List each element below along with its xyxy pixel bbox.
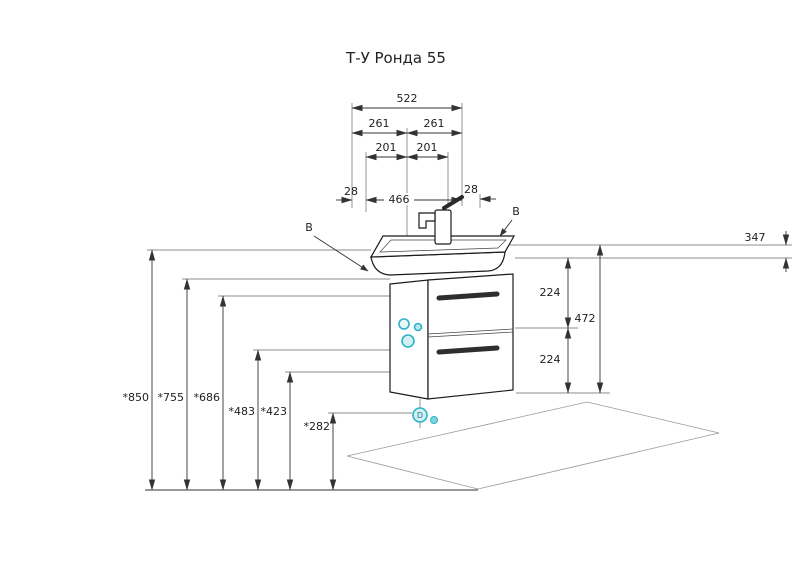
callout-basin-left: В <box>305 221 313 234</box>
dim-center-span: 466 <box>389 193 410 206</box>
dim-total-height: 472 <box>575 312 596 325</box>
label-mask <box>384 193 414 205</box>
callout-basin-right: В <box>512 205 520 218</box>
labels: Т-У Ронда 55 522 261 261 201 201 28 466 … <box>123 49 766 433</box>
dim-total-width: 522 <box>397 92 418 105</box>
dim-lower-drawer: 224 <box>540 353 561 366</box>
connection-marker <box>413 322 423 332</box>
connection-markers: D <box>398 318 438 424</box>
cabinet-front <box>427 273 514 400</box>
connection-marker <box>398 318 410 330</box>
dim-height-282: *282 <box>304 420 331 433</box>
dim-height-755: *755 <box>158 391 185 404</box>
basin-apron <box>370 251 506 276</box>
vanity-unit <box>369 195 516 400</box>
dim-right-half: 261 <box>424 117 445 130</box>
connection-marker <box>401 334 415 348</box>
floor-plane <box>346 401 720 490</box>
dim-upper-drawer: 224 <box>540 286 561 299</box>
dim-left-half: 261 <box>369 117 390 130</box>
basin-rim <box>369 235 516 258</box>
drawing-title: Т-У Ронда 55 <box>345 49 446 67</box>
dim-right-inner: 201 <box>417 141 438 154</box>
connection-dot <box>430 416 438 424</box>
dim-left-inner: 201 <box>376 141 397 154</box>
dim-depth: 347 <box>745 231 766 244</box>
drawer-divider <box>427 328 514 335</box>
drain-marker-label: D <box>417 411 423 420</box>
dim-height-423: *423 <box>261 405 288 418</box>
leader-basin-left <box>313 235 369 272</box>
drawer-handle-top <box>436 291 500 301</box>
dim-height-483: *483 <box>229 405 256 418</box>
floor-outline <box>346 401 720 490</box>
faucet-body <box>434 209 452 245</box>
dim-height-850: *850 <box>123 391 150 404</box>
drawer-divider <box>427 331 514 338</box>
drawer-handle-bottom <box>436 345 500 355</box>
faucet-lever <box>442 195 464 210</box>
dim-right-edge: 28 <box>464 183 478 196</box>
dimension-lines <box>148 104 790 491</box>
basin-inner-rim <box>379 239 507 253</box>
dim-height-686: *686 <box>194 391 221 404</box>
dim-left-edge: 28 <box>344 185 358 198</box>
drain-marker <box>412 407 428 423</box>
leader-basin-right <box>499 219 513 237</box>
faucet-spout <box>418 212 436 229</box>
